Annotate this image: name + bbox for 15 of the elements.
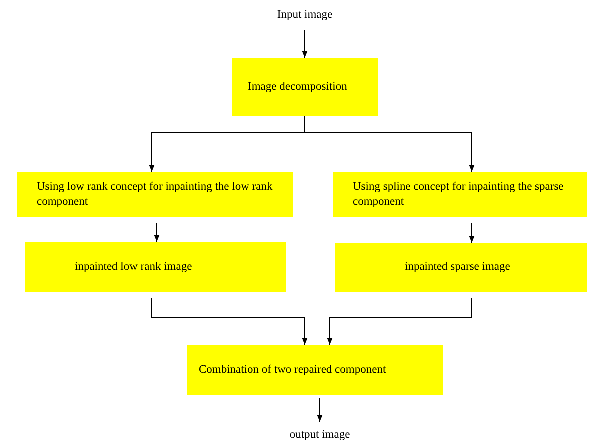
arrow bbox=[327, 298, 472, 346]
arrow bbox=[317, 398, 323, 422]
process-box: Using spline concept for inpainting the sparse component bbox=[333, 172, 587, 217]
text-label: Input image bbox=[262, 6, 348, 24]
arrow bbox=[304, 116, 475, 172]
text-label: output image bbox=[268, 426, 372, 444]
process-box: Image decomposition bbox=[232, 58, 378, 116]
process-box: inpainted sparse image bbox=[335, 243, 587, 292]
process-box: Combination of two repaired component bbox=[187, 345, 443, 395]
arrow bbox=[152, 298, 308, 346]
arrow bbox=[469, 222, 475, 244]
arrow bbox=[154, 222, 160, 242]
process-box: Using low rank concept for inpainting the low rank component bbox=[17, 172, 293, 217]
process-box: inpainted low rank image bbox=[25, 242, 286, 292]
arrow bbox=[302, 30, 308, 58]
